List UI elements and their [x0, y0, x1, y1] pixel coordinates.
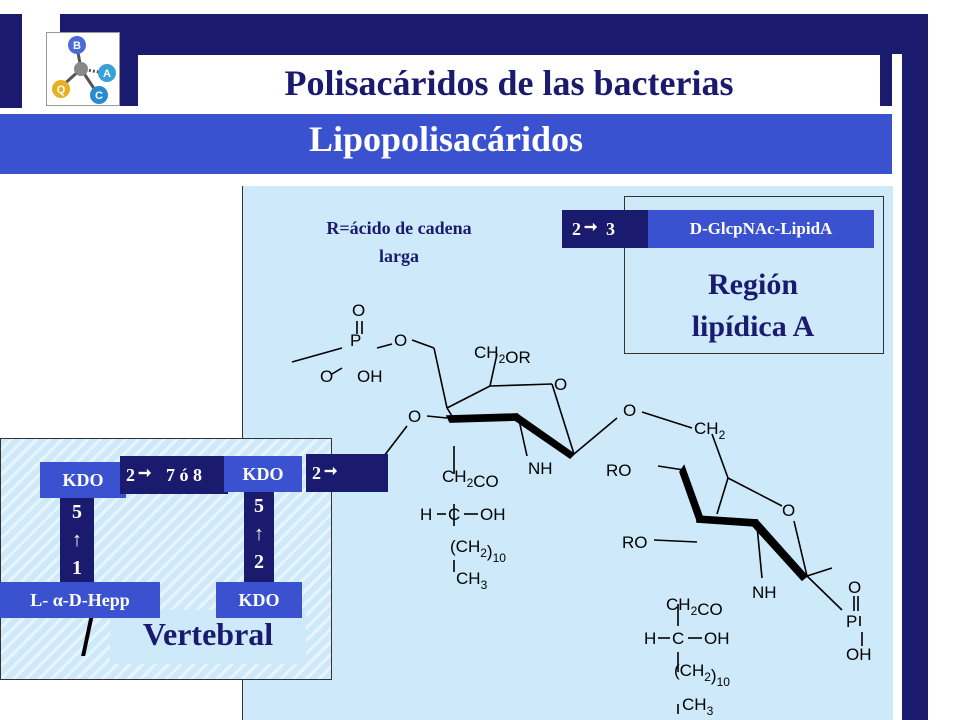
link-1-rest: 7 ó 8 [166, 465, 202, 485]
lipid-a-structure: O P O O OH CH2OR O O O CH2 NH CH2CO H C … [291, 301, 872, 718]
atom-p: P [350, 331, 361, 350]
atom-o-top: O [352, 301, 365, 320]
logo-letter-b: B [73, 40, 81, 52]
arrow-up-icon: ↑ [72, 529, 82, 551]
top-frame-bar [20, 14, 928, 54]
r-group-note-line2: larga [379, 246, 419, 266]
atom-o-link: O [623, 401, 636, 420]
linkage-to: 3 [606, 219, 615, 239]
atom-nh-2: NH [752, 583, 777, 602]
linkage-chip: 2 ➞ 3 [562, 210, 648, 248]
atom-ro-2: RO [622, 533, 648, 552]
lipid-residue-chip: D-GlcpNAc-LipidA [648, 210, 874, 248]
atom-oh-p2: OH [846, 645, 872, 664]
atom-o-ring2: O [782, 501, 795, 520]
subtitle: Lipopolisacáridos [308, 119, 584, 159]
logo-letter-a: A [103, 68, 111, 80]
atom-ro-1: RO [606, 461, 632, 480]
atom-p2: P [846, 612, 857, 631]
top-title: Polisacáridos [382, 10, 578, 43]
atom-ch3-1: CH3 [456, 569, 488, 592]
lipid-region-label-line1: Región [708, 268, 798, 301]
kdo-chip-3: KDO [216, 582, 302, 618]
link-1-from: 2 [126, 465, 135, 485]
atom-ch2co-1: CH2CO [442, 467, 499, 491]
title-band [138, 55, 880, 107]
logo: B A C Q [46, 32, 120, 106]
lipid-region-label-line2: lipídica A [691, 310, 815, 343]
atom-ch3-2: CH3 [682, 695, 714, 718]
r-group-note: R=ácido de cadena larga [296, 214, 502, 270]
vertebral-label: Vertebral [142, 616, 274, 652]
atom-c-1: C [448, 505, 460, 524]
subtitle-bar [0, 112, 892, 176]
link-2-from: 2 [312, 463, 321, 483]
atom-o-left: O [320, 367, 333, 386]
main-title: Polisacáridos de las bacterias [284, 63, 734, 103]
atom-oh-1: OH [480, 505, 506, 524]
arrow-right-icon: ➞ [584, 219, 598, 236]
arrow-up-icon-2: ↑ [254, 523, 264, 545]
atom-h-2: H [644, 629, 656, 648]
left-chain-bottom: 1 [72, 557, 82, 579]
atom-h-1: H [420, 505, 432, 524]
logo-letter-q: Q [57, 84, 66, 96]
atom-ch2n-2: (CH2)10 [674, 661, 730, 689]
right-chain-bottom: 2 [254, 551, 264, 573]
right-chain: 5 ↑ 2 [244, 492, 274, 584]
r-group-note-line1: R=ácido de cadena [326, 218, 472, 238]
linkage-from: 2 [572, 219, 581, 239]
atom-ch2-link: CH2 [694, 419, 726, 442]
atom-o-glyc: O [408, 407, 421, 426]
arrow-right-icon-2: ➞ [138, 465, 152, 482]
right-chain-top: 5 [254, 495, 264, 517]
atom-o-ring1: O [554, 375, 567, 394]
left-chain: 5 ↑ 1 [60, 498, 94, 590]
left-frame-block [0, 14, 22, 108]
arrow-right-icon-3: ➞ [324, 463, 338, 480]
atom-o-p2-top: O [848, 578, 861, 597]
atom-oh-p: OH [357, 367, 383, 386]
kdo-chip-1: KDO [40, 462, 126, 498]
molecule-logo-icon: B A C Q [52, 36, 116, 104]
lipid-region-label: Región lipídica A [624, 264, 882, 348]
atom-o-bridge: O [394, 331, 407, 350]
heptose-chip: L- α-D-Hepp [0, 582, 160, 618]
right-frame-stripe [892, 100, 902, 720]
atom-ch2or: CH2OR [474, 343, 531, 367]
atom-nh-1: NH [528, 459, 553, 478]
atom-c-2: C [672, 629, 684, 648]
atom-ch2co-2: CH2CO [666, 595, 723, 619]
vertebral-box [110, 610, 306, 664]
left-chain-top: 5 [72, 501, 82, 523]
atom-oh-2: OH [704, 629, 730, 648]
link-chip-1: 2 ➞ 7 ó 8 [120, 456, 228, 494]
atom-ch2n-1: (CH2)10 [450, 537, 506, 565]
logo-letter-c: C [95, 90, 103, 102]
kdo-chip-2: KDO [224, 456, 302, 492]
link-chip-2: 2 ➞ [306, 454, 388, 492]
right-frame-bar [902, 14, 928, 720]
